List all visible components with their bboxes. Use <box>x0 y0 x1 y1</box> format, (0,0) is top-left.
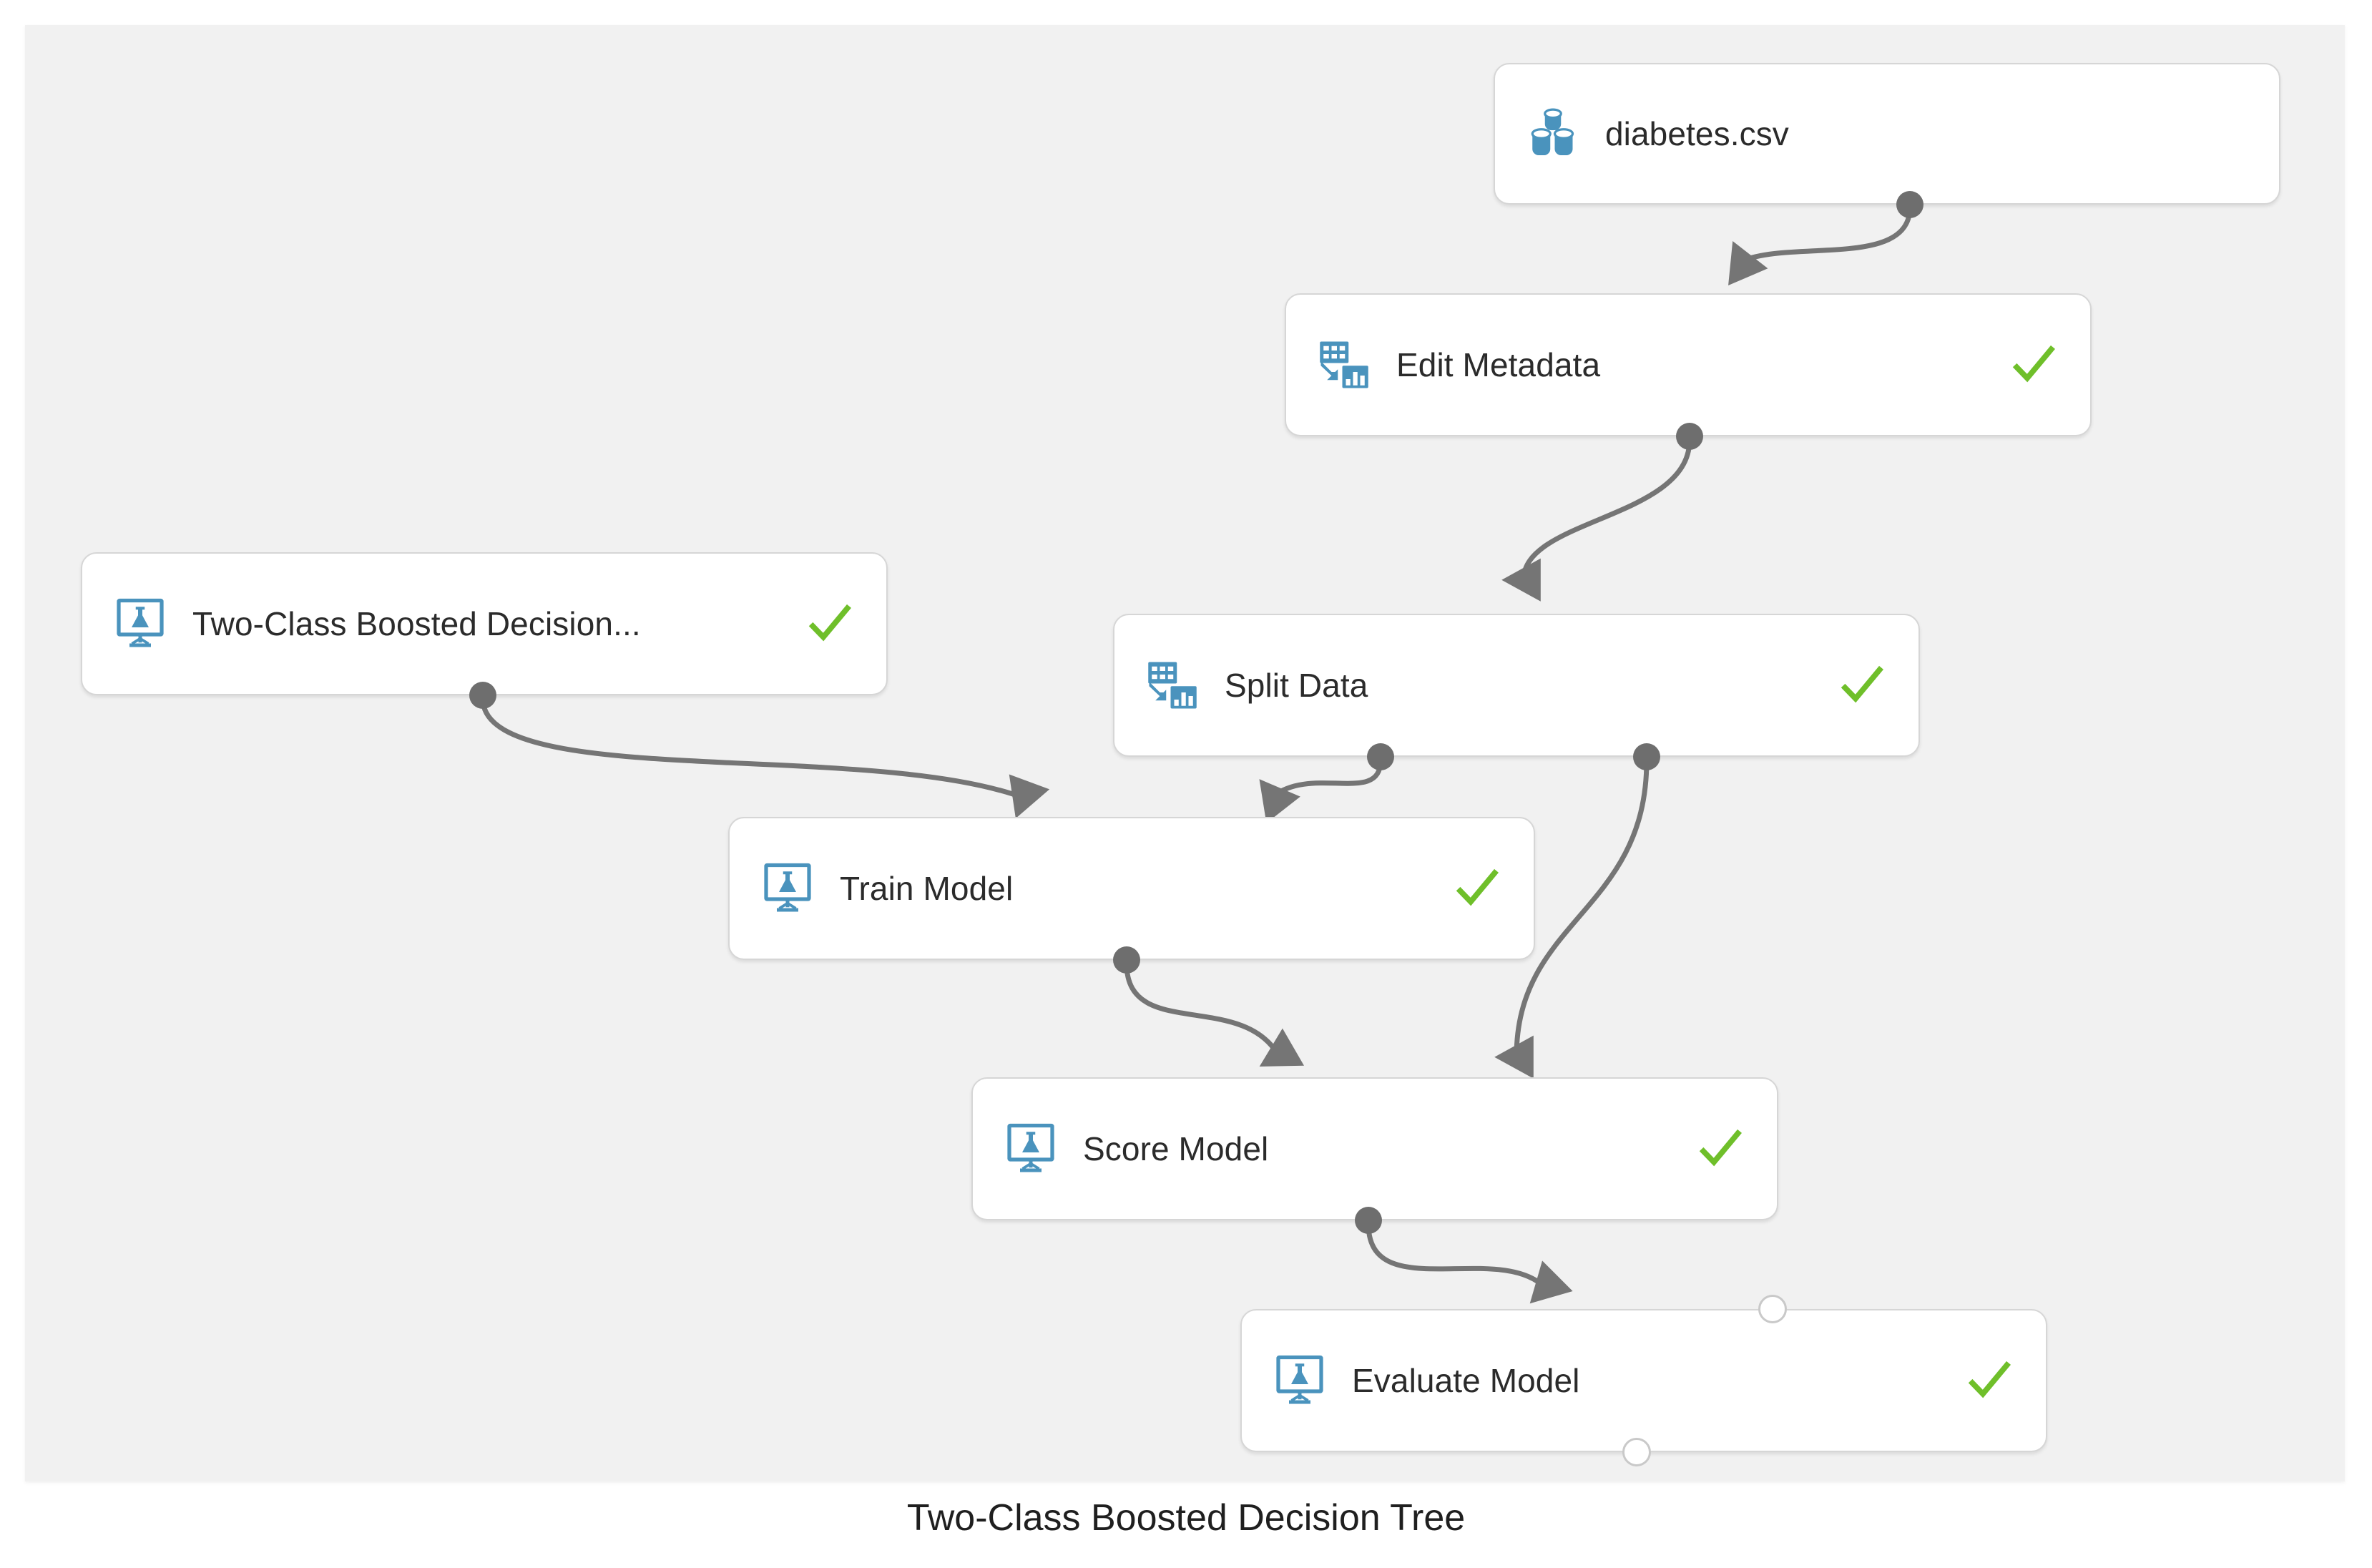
edge-algorithm-to-train-model <box>480 696 1050 819</box>
data-transform-icon <box>1313 334 1375 396</box>
port-score-model-output[interactable] <box>1355 1207 1382 1234</box>
port-split-data-output-left[interactable] <box>1367 743 1394 770</box>
ml-algorithm-icon <box>757 858 818 919</box>
status-check-icon <box>2001 333 2066 397</box>
port-algorithm-output[interactable] <box>469 682 496 709</box>
status-check-icon <box>1830 653 1894 717</box>
data-transform-icon <box>1142 655 1203 716</box>
port-edit-metadata-output[interactable] <box>1676 423 1703 450</box>
node-split-data[interactable]: Split Data <box>1113 614 1920 757</box>
node-score-model[interactable]: Score Model <box>971 1077 1778 1220</box>
port-split-data-output-right[interactable] <box>1633 743 1660 770</box>
node-label: Score Model <box>1083 1130 1269 1167</box>
node-diabetes-csv[interactable]: diabetes.csv <box>1494 63 2280 205</box>
ml-algorithm-icon <box>1000 1118 1062 1180</box>
edge-train-model-to-score-model <box>1124 961 1305 1067</box>
status-check-icon <box>1445 856 1509 921</box>
node-label: Evaluate Model <box>1352 1362 1580 1399</box>
node-label: Edit Metadata <box>1396 346 1601 383</box>
pipeline-caption: Two-Class Boosted Decision Tree <box>906 1497 1466 1539</box>
port-evaluate-model-output[interactable] <box>1622 1438 1651 1466</box>
node-label: Split Data <box>1225 667 1368 704</box>
node-label: Train Model <box>840 870 1014 907</box>
node-label: diabetes.csv <box>1605 115 1789 152</box>
edge-edit-metadata-to-split-data <box>1501 437 1692 602</box>
status-check-icon <box>1688 1117 1753 1181</box>
port-dataset-output[interactable] <box>1896 191 1923 218</box>
port-evaluate-model-input-right[interactable] <box>1758 1295 1787 1323</box>
node-label: Two-Class Boosted Decision... <box>192 605 641 642</box>
edge-score-model-to-evaluate-model <box>1366 1221 1573 1304</box>
status-check-icon <box>798 592 862 656</box>
node-train-model[interactable]: Train Model <box>728 817 1535 960</box>
port-train-model-output[interactable] <box>1113 946 1140 974</box>
node-edit-metadata[interactable]: Edit Metadata <box>1285 293 2092 436</box>
dataset-icon <box>1522 103 1584 165</box>
pipeline-canvas[interactable]: diabetes.csv <box>25 25 2345 1481</box>
edge-dataset-to-edit-metadata <box>1728 205 1913 285</box>
node-evaluate-model[interactable]: Evaluate Model <box>1240 1309 2047 1452</box>
edge-split-right-to-score-model <box>1494 758 1650 1079</box>
node-two-class-boosted-decision-tree[interactable]: Two-Class Boosted Decision... <box>81 552 888 695</box>
ml-algorithm-icon <box>1269 1350 1330 1411</box>
ml-algorithm-icon <box>109 593 171 655</box>
edge-split-left-to-train-model <box>1259 758 1383 823</box>
status-check-icon <box>1957 1348 2021 1413</box>
